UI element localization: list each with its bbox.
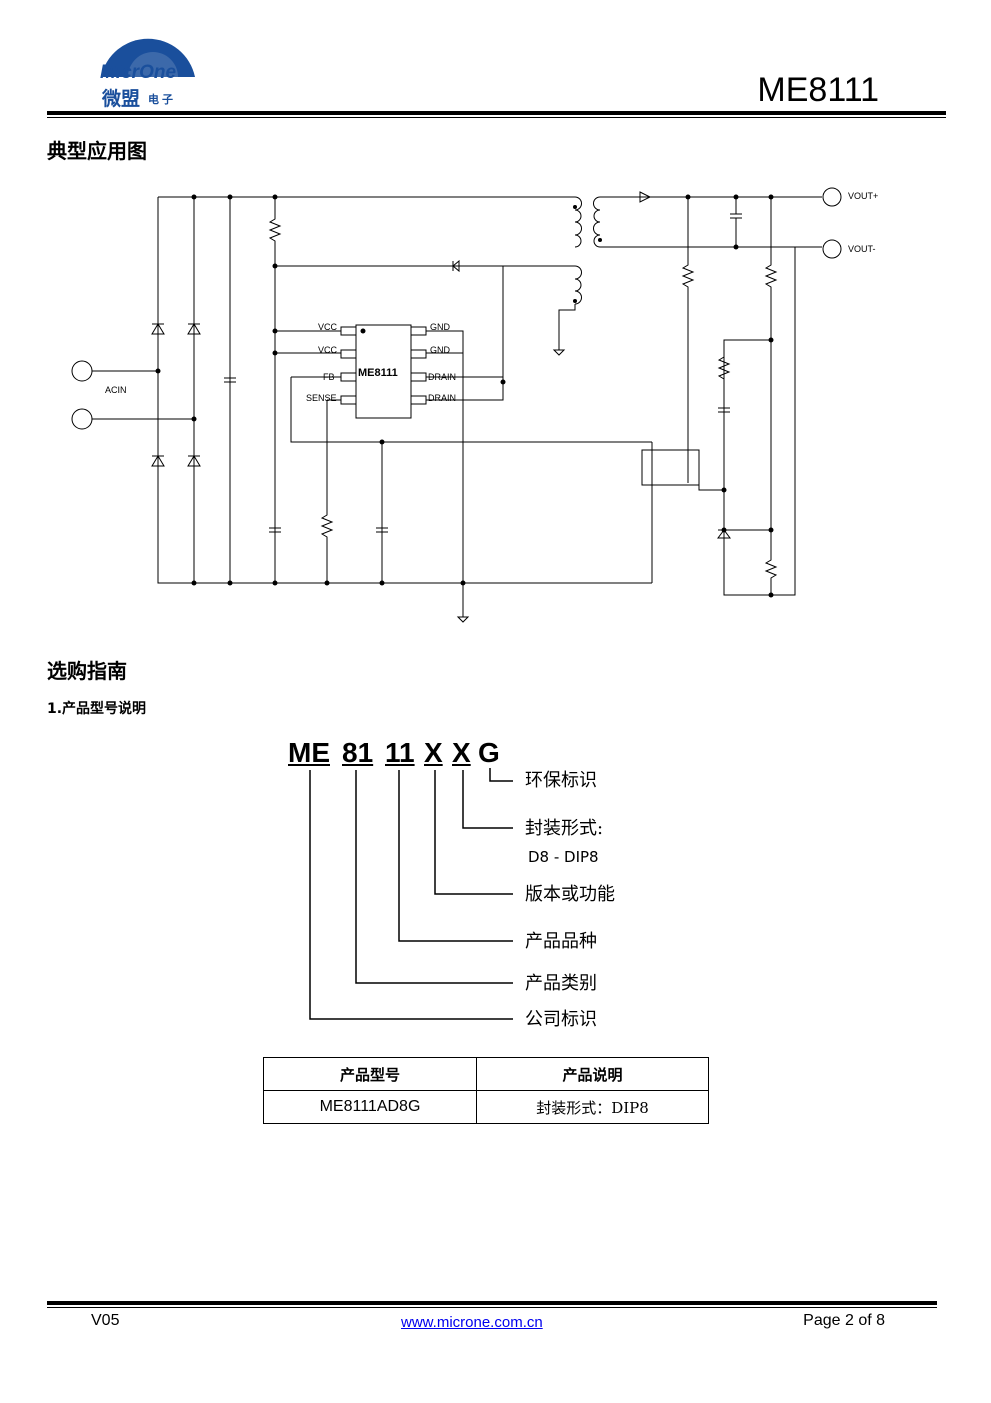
- section-subtitle-model: 1.产品型号说明: [47, 701, 147, 717]
- code-desc-category: 产品类别: [525, 973, 597, 994]
- footer-rule-thin: [47, 1307, 937, 1308]
- code-part-g: G: [478, 737, 500, 768]
- company-logo: MicrOne 微盟 电子: [98, 22, 208, 110]
- table-header-row: 产品型号 产品说明: [263, 1057, 709, 1091]
- code-desc-variety: 产品品种: [525, 931, 597, 952]
- label-vout-neg: VOUT-: [848, 244, 876, 254]
- label-chip: ME8111: [358, 367, 398, 379]
- code-part-me: ME: [288, 737, 330, 768]
- label-acin: ACIN: [105, 385, 127, 395]
- footer-version: V05: [91, 1312, 120, 1329]
- header-rule: [47, 111, 946, 115]
- header-rule-thin: [47, 117, 946, 118]
- logo-graphic: [101, 38, 195, 77]
- logo-text-en: MicrOne: [100, 62, 177, 83]
- table-row: ME8111AD8G 封装形式：DIP8: [263, 1090, 709, 1124]
- table-header-description: 产品说明: [476, 1057, 709, 1091]
- pin-label-right-1: GND: [430, 322, 451, 332]
- pin-label-left-2: VCC: [318, 345, 338, 355]
- code-desc-package: 封装形式:: [525, 818, 604, 839]
- label-vout-pos: VOUT+: [848, 191, 878, 201]
- footer-page-number: Page 2 of 8: [803, 1312, 885, 1329]
- code-part-81: 81: [342, 737, 374, 768]
- code-desc-version: 版本或功能: [525, 884, 615, 905]
- footer-rule: [47, 1301, 937, 1305]
- code-desc-company: 公司标识: [525, 1009, 597, 1030]
- pin-label-right-3: DRAIN: [428, 372, 456, 382]
- application-schematic: ACIN VOUT+ VOUT- ME8111 VCC VCC FB SENSE…: [71, 187, 878, 623]
- table-header-model: 产品型号: [263, 1057, 477, 1091]
- code-part-x2: X: [452, 737, 471, 768]
- pin-label-left-1: VCC: [318, 322, 338, 332]
- logo-text-zh: 微盟: [102, 88, 141, 110]
- code-desc-g: 环保标识: [525, 770, 597, 791]
- selection-table: 产品型号 产品说明 ME8111AD8G 封装形式：DIP8: [263, 1057, 709, 1124]
- pin-label-left-3: FB: [323, 372, 335, 382]
- code-part-11: 11: [385, 737, 415, 768]
- footer-url-link[interactable]: www.microne.com.cn: [401, 1314, 543, 1331]
- pin-label-right-2: GND: [430, 345, 451, 355]
- part-number-title: ME8111: [757, 71, 879, 109]
- code-part-x1: X: [424, 737, 443, 768]
- table-cell-model: ME8111AD8G: [263, 1090, 477, 1124]
- pin-label-right-4: DRAIN: [428, 393, 456, 403]
- section-title-application: 典型应用图: [47, 139, 147, 163]
- logo-text-zh-small: 电子: [148, 93, 176, 106]
- pin-label-left-4: SENSE: [306, 393, 337, 403]
- section-title-select: 选购指南: [47, 659, 127, 683]
- table-cell-description: 封装形式：DIP8: [476, 1090, 709, 1124]
- code-desc-package-detail: D8 - DIP8: [528, 848, 599, 866]
